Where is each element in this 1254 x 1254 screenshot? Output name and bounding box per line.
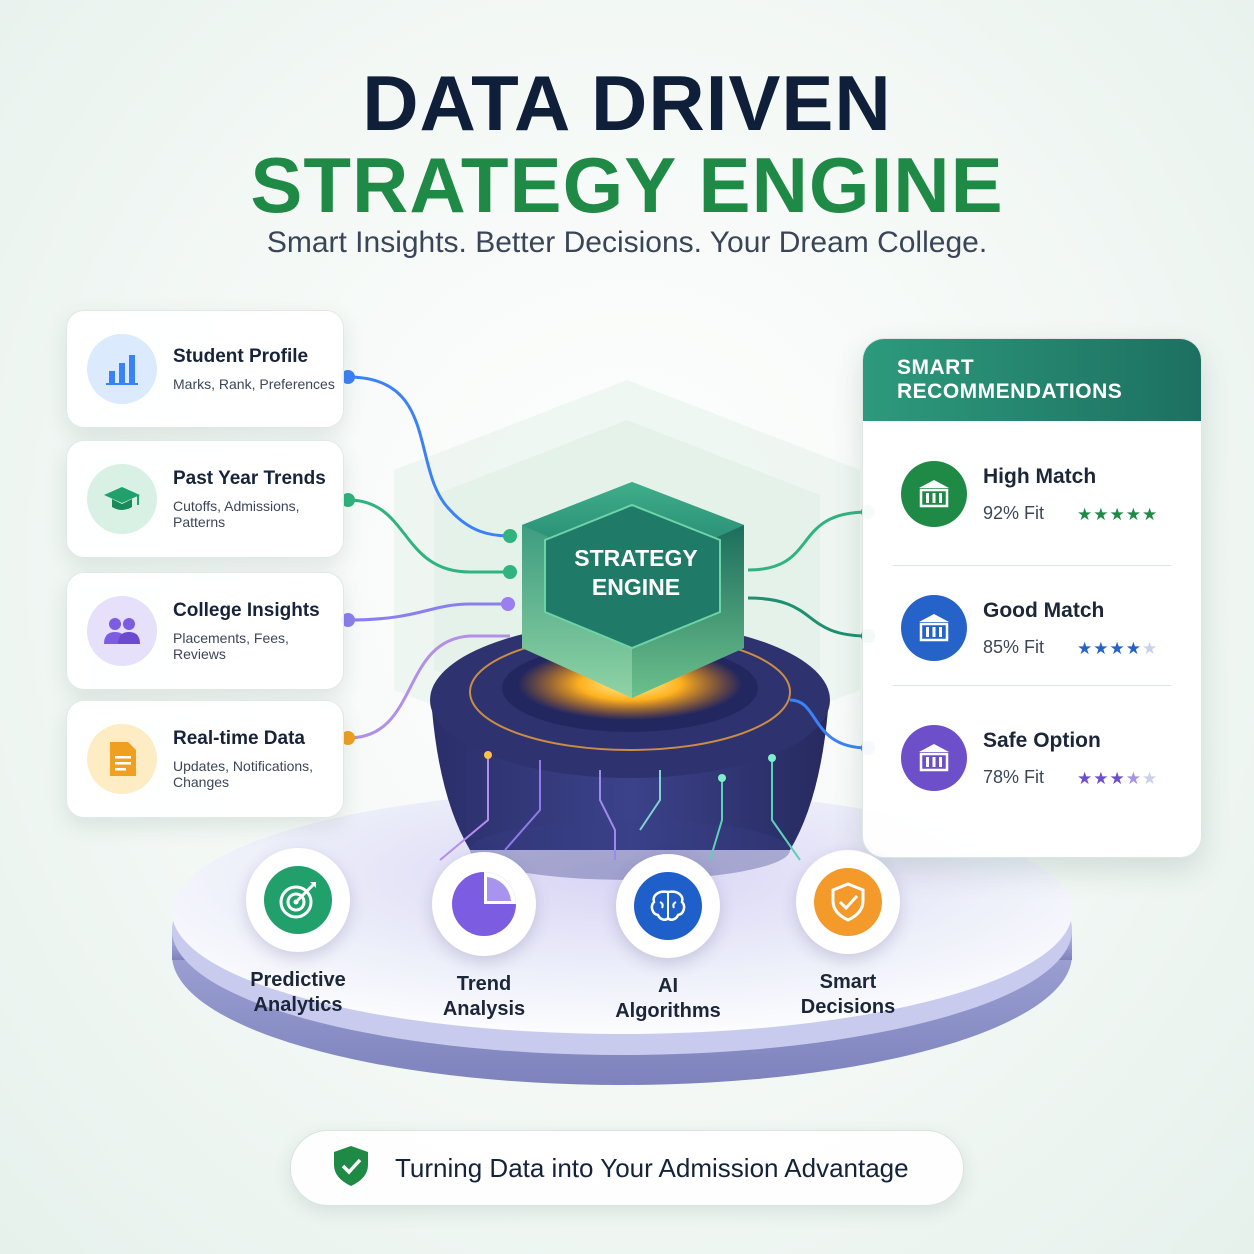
recommendation-good-match[interactable]: Good Match 85% Fit ★★★★★	[863, 575, 1201, 685]
input-title: Student Profile	[173, 346, 309, 367]
input-card-past-year-trends[interactable]: Past Year Trends Cutoffs, Admissions, Pa…	[66, 440, 344, 558]
subtitle: Smart Insights. Better Decisions. Your D…	[266, 226, 988, 259]
title-line-1: DATA DRIVEN	[362, 59, 892, 147]
recommendation-high-match[interactable]: High Match 92% Fit ★★★★★	[863, 441, 1201, 551]
tagline-banner: Turning Data into Your Admission Advanta…	[290, 1130, 964, 1206]
smart-recommendations-panel: SMART RECOMMENDATIONS High Match 92% Fit…	[862, 338, 1202, 858]
input-card-student-profile[interactable]: Student Profile Marks, Rank, Preferences	[66, 310, 344, 428]
input-subtitle: Marks, Rank, Preferences	[173, 376, 335, 392]
title-line-2: STRATEGY ENGINE	[250, 141, 1004, 229]
feature-label-line-2: Algorithms	[615, 1000, 721, 1022]
tagline-text: Turning Data into Your Admission Advanta…	[395, 1152, 909, 1183]
panel-title: SMART RECOMMENDATIONS	[863, 339, 1201, 421]
recommendation-fit: 85% Fit	[983, 637, 1045, 657]
recommendation-fit: 78% Fit	[983, 767, 1045, 787]
college-icon	[901, 595, 967, 661]
feature-label-line-2: Analysis	[442, 998, 526, 1020]
recommendation-safe-option[interactable]: Safe Option 78% Fit ★★★★★	[863, 705, 1201, 815]
users-icon	[87, 596, 157, 666]
rating-stars: ★★★★★	[1077, 505, 1159, 524]
feature-label-line-2: Decisions	[800, 996, 896, 1018]
shield-check-icon	[331, 1144, 371, 1193]
feature-label-line-2: Analytics	[253, 994, 343, 1016]
target-icon	[264, 866, 332, 934]
graduation-cap-icon	[87, 464, 157, 534]
document-icon	[87, 724, 157, 794]
college-icon	[901, 725, 967, 791]
divider	[893, 565, 1171, 566]
engine-label-line-2: ENGINE	[592, 574, 680, 600]
shield-check-icon	[814, 868, 882, 936]
bar-chart-icon	[87, 334, 157, 404]
input-title: Real-time Data	[173, 728, 305, 749]
feature-label-line-1: AI	[658, 975, 678, 997]
input-title: College Insights	[173, 600, 320, 621]
input-card-real-time-data[interactable]: Real-time Data Updates, Notifications, C…	[66, 700, 344, 818]
college-icon	[901, 461, 967, 527]
feature-label-line-1: Predictive	[250, 969, 346, 991]
divider	[893, 685, 1171, 686]
pie-chart-icon	[450, 870, 518, 938]
recommendation-fit: 92% Fit	[983, 503, 1045, 523]
rating-stars: ★★★★★	[1077, 769, 1159, 788]
input-subtitle: Updates, Notifications, Changes	[173, 758, 314, 790]
recommendation-title: Good Match	[983, 599, 1105, 622]
rating-stars: ★★★★★	[1077, 639, 1159, 658]
input-title: Past Year Trends	[173, 468, 326, 489]
feature-ai-algorithms[interactable]: AI Algorithms	[578, 854, 758, 1024]
brain-icon	[634, 872, 702, 940]
recommendation-title: High Match	[983, 465, 1097, 488]
feature-label-line-1: Trend	[456, 973, 512, 995]
feature-label-line-1: Smart	[819, 971, 877, 993]
input-card-college-insights[interactable]: College Insights Placements, Fees, Revie…	[66, 572, 344, 690]
engine-label-line-1: STRATEGY	[574, 545, 698, 571]
input-subtitle: Placements, Fees, Reviews	[173, 630, 289, 662]
input-subtitle: Cutoffs, Admissions, Patterns	[173, 498, 300, 530]
recommendation-title: Safe Option	[983, 729, 1101, 752]
